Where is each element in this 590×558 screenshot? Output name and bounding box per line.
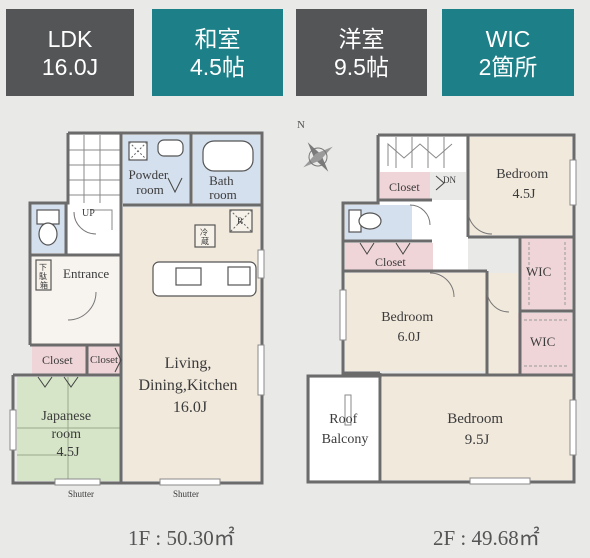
- floor2-bedroom-big-floor: [382, 375, 572, 480]
- floor2-doors: [409, 204, 510, 313]
- compass-icon: [303, 142, 333, 172]
- floor2-closet-mid-floor: [345, 243, 433, 271]
- bathtub-icon: [202, 140, 254, 172]
- shoe-box: [35, 259, 52, 291]
- sink-icon: [157, 139, 184, 157]
- toilet-tank-icon: [36, 209, 60, 225]
- bedroom-top-label: Bedroom 4.5J: [496, 167, 552, 202]
- floor1-area-label: 1F : 50.30㎡: [128, 526, 235, 550]
- floor2-wic-a-floor: [522, 237, 572, 311]
- floor2-bedroom-mid-floor: [345, 273, 485, 371]
- floor1-crosses: [128, 141, 253, 233]
- entrance-label: Entrance: [63, 266, 109, 281]
- floor1-fixtures: [35, 139, 257, 297]
- closet-a-label: Closet: [42, 353, 73, 367]
- floor2-closet-top-floor: [380, 172, 430, 200]
- bedroom-big-label: Bedroom 9.5J: [447, 411, 507, 448]
- floor2-bedroom-top-floor: [468, 137, 572, 235]
- badge-washitsu-title: 和室: [194, 25, 241, 52]
- compass-letter: N: [297, 119, 305, 131]
- badge-washitsu: 和室 4.5帖: [152, 9, 283, 96]
- floor1-plan: Powder room Bath room UP Entrance 下 駄 箱 …: [9, 131, 265, 499]
- stove-icon: [227, 266, 251, 286]
- living-label: Living, Dining,Kitchen 16.0J: [138, 355, 241, 416]
- floor1-hall-floor: [68, 203, 120, 255]
- badge-ldk-title: LDK: [47, 25, 93, 52]
- floor2-door-triangles: [359, 175, 445, 255]
- floor2-closet-top-label: Closet: [389, 180, 420, 194]
- floor2-passage-floor: [485, 273, 518, 375]
- floor2-dn-label: DN: [443, 175, 456, 185]
- badge-wic: WIC 2箇所: [442, 9, 574, 96]
- floor2-windows: [339, 159, 577, 485]
- floor1-stairs-floor: [68, 135, 120, 203]
- bedroom-mid-label: Bedroom 6.0J: [381, 310, 437, 345]
- kitchen-sink-icon: [175, 267, 202, 286]
- badge-yoshitsu-title: 洋室: [338, 25, 385, 52]
- wic-hanger-lines: [524, 242, 568, 367]
- badge-yoshitsu-size: 9.5帖: [334, 53, 389, 80]
- toilet-bowl-icon: [38, 222, 58, 246]
- shoe-box-label: 下 駄 箱: [39, 263, 49, 290]
- shutter-a-label: Shutter: [68, 489, 94, 499]
- shutter-b-label: Shutter: [173, 489, 199, 499]
- wic-a-label: WIC: [526, 264, 551, 279]
- floor2-stairs-floor: [380, 137, 466, 172]
- roof-balcony-label: Roof Balcony: [322, 412, 369, 447]
- floor2-closet-mid-label: Closet: [375, 255, 406, 269]
- floor2-stairs: [387, 137, 453, 168]
- floor1-closet-b-floor: [88, 345, 120, 375]
- floor1-doors: [67, 211, 97, 321]
- fridge-label: 冷 蔵: [200, 227, 210, 246]
- badge-wic-size: 2箇所: [478, 53, 538, 80]
- fridge-mark-label: R: [237, 216, 243, 226]
- badge-ldk: LDK 16.0J: [6, 9, 134, 96]
- floor2-plan: Closet DN Bedroom 4.5J Closet WIC Bedroo…: [306, 133, 577, 485]
- floor2-balcony-floor: [310, 378, 382, 480]
- floor1-up-label: UP: [82, 208, 95, 219]
- floor2-wic-b-floor: [518, 313, 572, 375]
- badge-wic-title: WIC: [485, 25, 531, 52]
- floor1-closet-a-floor: [32, 345, 86, 375]
- powder-room-label: Powder room: [129, 167, 172, 197]
- floor1-ldk-floor: [123, 208, 260, 481]
- closet-b-label: Closet: [90, 354, 118, 366]
- floor1-stairs: [68, 135, 120, 230]
- badge-washitsu-size: 4.5帖: [190, 53, 245, 80]
- toilet2-bowl-icon: [358, 212, 382, 230]
- floor1-windows: [9, 249, 265, 486]
- wic-b-label: WIC: [530, 334, 555, 349]
- tatami-lines: [17, 377, 120, 481]
- pantry-box: [229, 209, 253, 233]
- badge-yoshitsu: 洋室 9.5帖: [296, 9, 427, 96]
- fridge-box: [194, 224, 216, 248]
- closet-door-triangles: [37, 177, 183, 388]
- japanese-room-label: Japanese room 4.5J: [41, 409, 94, 460]
- bath-room-label: Bath room: [209, 173, 237, 202]
- badge-ldk-size: 16.0J: [41, 53, 99, 80]
- floor2-fixtures: [348, 209, 382, 233]
- floor2-area-label: 2F : 49.68㎡: [433, 526, 540, 550]
